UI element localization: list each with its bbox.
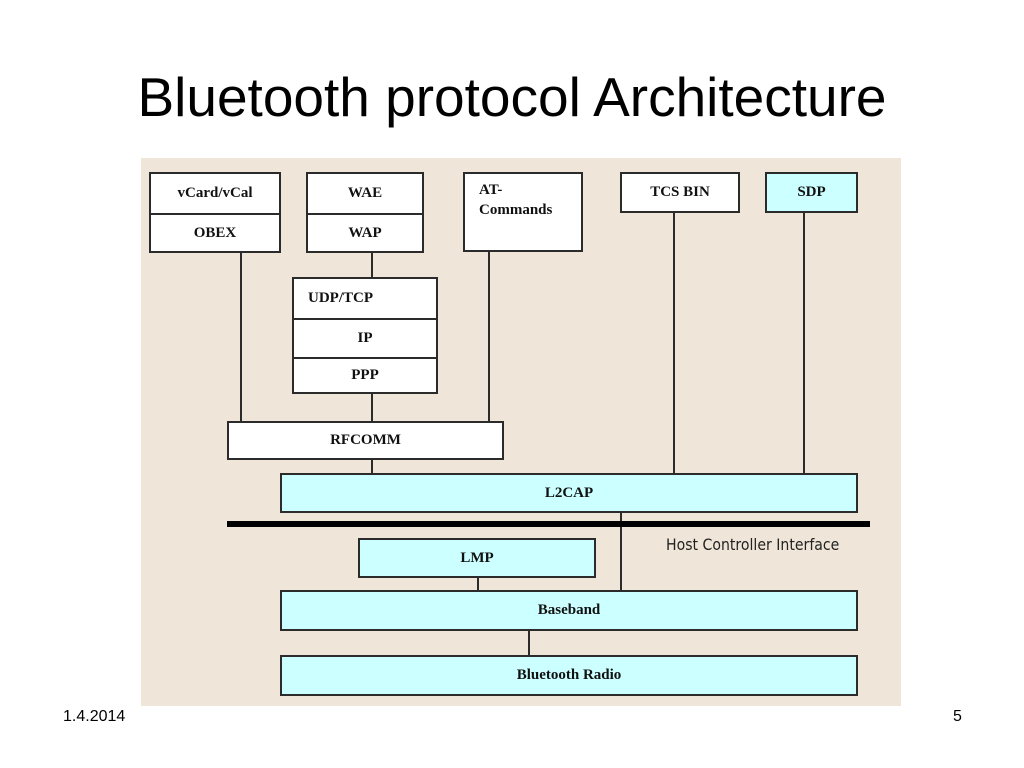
baseband-box: Baseband	[280, 590, 858, 631]
connector-wap-udp	[371, 252, 373, 278]
vcard-vcal-layer: vCard/vCal	[177, 185, 253, 201]
obex-layer: OBEX	[151, 213, 279, 251]
connector-sdp-l2cap	[803, 211, 805, 474]
wae-layer: WAE	[347, 185, 383, 201]
page-number: 5	[953, 708, 962, 725]
slide-title: Bluetooth protocol Architecture	[137, 66, 887, 128]
at-commands-box: AT- Commands	[463, 172, 583, 252]
rfcomm-box: RFCOMM	[227, 421, 504, 460]
host-controller-interface-line	[227, 521, 870, 527]
footer-date: 1.4.2014	[63, 708, 126, 725]
ip-layer: IP	[294, 318, 436, 357]
connector-tcs-l2cap	[673, 211, 675, 474]
ip-stack: UDP/TCP IP PPP	[292, 277, 438, 394]
connector-baseband-radio	[528, 629, 530, 657]
connector-l2cap-baseband	[620, 512, 622, 592]
bluetooth-radio-box: Bluetooth Radio	[280, 655, 858, 696]
tcs-bin-box: TCS BIN	[620, 172, 740, 213]
wap-layer: WAP	[308, 213, 422, 251]
lmp-box: LMP	[358, 538, 596, 578]
connector-at-rfcomm	[488, 250, 490, 422]
wap-stack: WAE WAP	[306, 172, 424, 253]
connector-ppp-rfcomm	[371, 393, 373, 422]
l2cap-box: L2CAP	[280, 473, 858, 513]
connector-rfcomm-l2cap	[371, 459, 373, 474]
connector-lmp-baseband	[477, 577, 479, 592]
sdp-box: SDP	[765, 172, 858, 213]
connector-obex-rfcomm	[240, 252, 242, 422]
udp-tcp-layer: UDP/TCP	[308, 290, 373, 306]
hci-label: Host Controller Interface	[666, 535, 840, 554]
obex-stack: vCard/vCal OBEX	[149, 172, 281, 253]
ppp-layer: PPP	[294, 357, 436, 392]
